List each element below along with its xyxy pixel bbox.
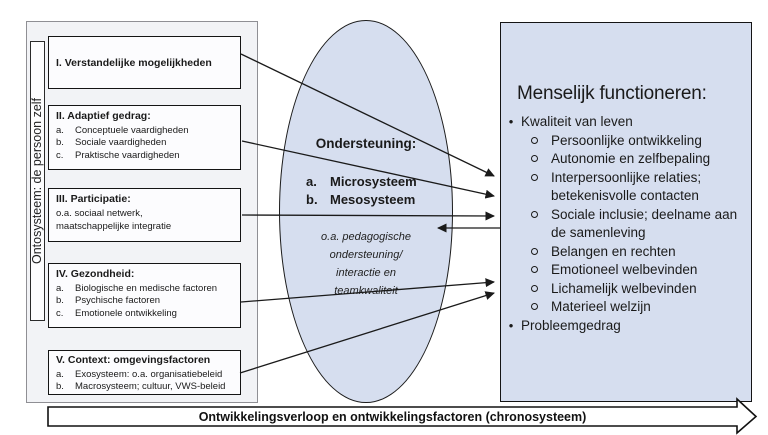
box-title: I. Verstandelijke mogelijkheden <box>56 57 212 69</box>
item-marker: c. <box>56 307 64 319</box>
circle-bullet-icon <box>529 206 551 243</box>
hf-bullet-row: Lichamelijk welbevinden <box>501 280 749 299</box>
box-item: c. Praktische vaardigheden <box>56 150 236 162</box>
box-line: o.a. sociaal netwerk, <box>56 208 143 219</box>
box-participatie: III. Participatie: o.a. sociaal netwerk,… <box>48 188 241 242</box>
circle-bullet-icon <box>529 169 551 206</box>
item-marker: b. <box>56 295 64 307</box>
item-text: Mesosysteem <box>330 191 416 207</box>
box-line: maatschappelijke integratie <box>56 220 172 232</box>
item-marker: a. <box>56 125 64 136</box>
box-title: V. Context: omgevingsfactoren <box>56 354 211 366</box>
item-marker: a. <box>56 283 64 294</box>
hf-text: Emotioneel welbevinden <box>551 262 698 277</box>
item-text: Sociale vaardigheden <box>75 137 167 149</box>
item-text: Psychische factoren <box>75 295 161 307</box>
support-note-line: interactie en <box>336 267 396 279</box>
support-note: o.a. pedagogische ondersteuning/ interac… <box>279 228 453 300</box>
box-verstandelijke-mogelijkheden: I. Verstandelijke mogelijkheden <box>48 36 241 89</box>
hf-bullet-row: Emotioneel welbevinden <box>501 261 749 280</box>
hf-bullet-row: • Kwaliteit van leven <box>501 113 749 132</box>
box-adaptief-gedrag: II. Adaptief gedrag: a. Conceptuele vaar… <box>48 105 241 170</box>
hf-bullet-row: Materieel welzijn <box>501 298 749 317</box>
item-marker: a. <box>56 369 64 380</box>
circle-bullet-icon <box>529 132 551 151</box>
chronosystem-label: Ontwikkelingsverloop en ontwikkelingsfac… <box>198 410 587 424</box>
item-text: Conceptuele vaardigheden <box>75 125 189 136</box>
box-item: a. Biologische en medische factoren <box>56 283 236 295</box>
item-text: Emotionele ontwikkeling <box>75 307 177 319</box>
ontosystem-label-text: Ontosysteem: de persoon zelf <box>30 97 45 265</box>
hf-text: Probleemgedrag <box>521 317 621 333</box>
item-marker: a. <box>306 174 317 189</box>
hf-text: Sociale inclusie; deelname aan de samenl… <box>551 206 738 241</box>
circle-bullet-icon <box>529 280 551 299</box>
box-context: V. Context: omgevingsfactoren a. Exosyst… <box>48 350 241 395</box>
hf-text: Persoonlijke ontwikkeling <box>551 132 702 148</box>
item-marker: b. <box>56 381 64 393</box>
hf-bullet-row: Autonomie en zelfbepaling <box>501 150 749 169</box>
circle-bullet-icon <box>529 243 551 262</box>
support-title: Ondersteuning: <box>315 136 417 151</box>
bullet-icon: • <box>508 317 514 333</box>
box-title: IV. Gezondheid: <box>56 268 135 280</box>
hf-text: Interpersoonlijke relaties; betekenisvol… <box>551 169 702 204</box>
box-gezondheid: IV. Gezondheid: a. Biologische en medisc… <box>48 263 241 328</box>
support-ellipse <box>279 20 453 403</box>
circle-bullet-icon <box>529 298 551 317</box>
human-functioning-list: • Kwaliteit van leven Persoonlijke ontwi… <box>501 113 749 335</box>
hf-text: Autonomie en zelfbepaling <box>551 151 711 166</box>
item-text: Macrosysteem; cultuur, VWS-beleid <box>75 381 226 393</box>
item-marker: c. <box>56 149 64 161</box>
item-text: Microsysteem <box>330 174 417 189</box>
box-title: III. Participatie: <box>56 193 131 205</box>
hf-bullet-row: Sociale inclusie; deelname aan de samenl… <box>501 206 749 243</box>
circle-bullet-icon <box>529 150 551 169</box>
box-item: c. Emotionele ontwikkeling <box>56 308 236 320</box>
hf-text: Kwaliteit van leven <box>521 114 633 129</box>
support-note-line: ondersteuning/ <box>329 249 403 261</box>
box-item: a. Conceptuele vaardigheden <box>56 125 236 137</box>
box-item: a. Exosysteem: o.a. organisatiebeleid <box>56 369 236 381</box>
item-text: Praktische vaardigheden <box>75 149 180 161</box>
hf-bullet-row: Persoonlijke ontwikkeling <box>501 132 749 151</box>
support-note-line: o.a. pedagogische <box>321 231 411 243</box>
item-text: Exosysteem: o.a. organisatiebeleid <box>75 369 223 380</box>
circle-bullet-icon <box>529 261 551 280</box>
hf-text: Materieel welzijn <box>551 299 651 314</box>
box-item: b. Sociale vaardigheden <box>56 137 236 149</box>
support-items: a. Microsysteem b. Mesosysteem <box>306 173 417 208</box>
item-marker: b. <box>306 191 318 207</box>
hf-bullet-row: Interpersoonlijke relaties; betekenisvol… <box>501 169 749 206</box>
box-title: II. Adaptief gedrag: <box>56 110 151 122</box>
item-text: Biologische en medische factoren <box>75 283 218 294</box>
hf-bullet-row: Belangen en rechten <box>501 243 749 262</box>
hf-text: Lichamelijk welbevinden <box>551 280 697 296</box>
item-marker: b. <box>56 137 64 149</box>
box-item: b. Psychische factoren <box>56 295 236 307</box>
support-item: a. Microsysteem <box>306 173 417 191</box>
bullet-icon: • <box>508 114 514 129</box>
ontosystem-vertical-label: Ontosysteem: de persoon zelf <box>30 41 45 321</box>
box-item: b. Macrosysteem; cultuur, VWS-beleid <box>56 381 236 393</box>
hf-text: Belangen en rechten <box>551 243 676 259</box>
hf-bullet-row: • Probleemgedrag <box>501 317 749 336</box>
support-item: b. Mesosysteem <box>306 191 417 209</box>
support-note-line: teamkwaliteit <box>334 285 398 297</box>
human-functioning-box: Menselijk functioneren: • Kwaliteit van … <box>500 22 752 402</box>
human-functioning-title: Menselijk functioneren: <box>517 83 707 104</box>
